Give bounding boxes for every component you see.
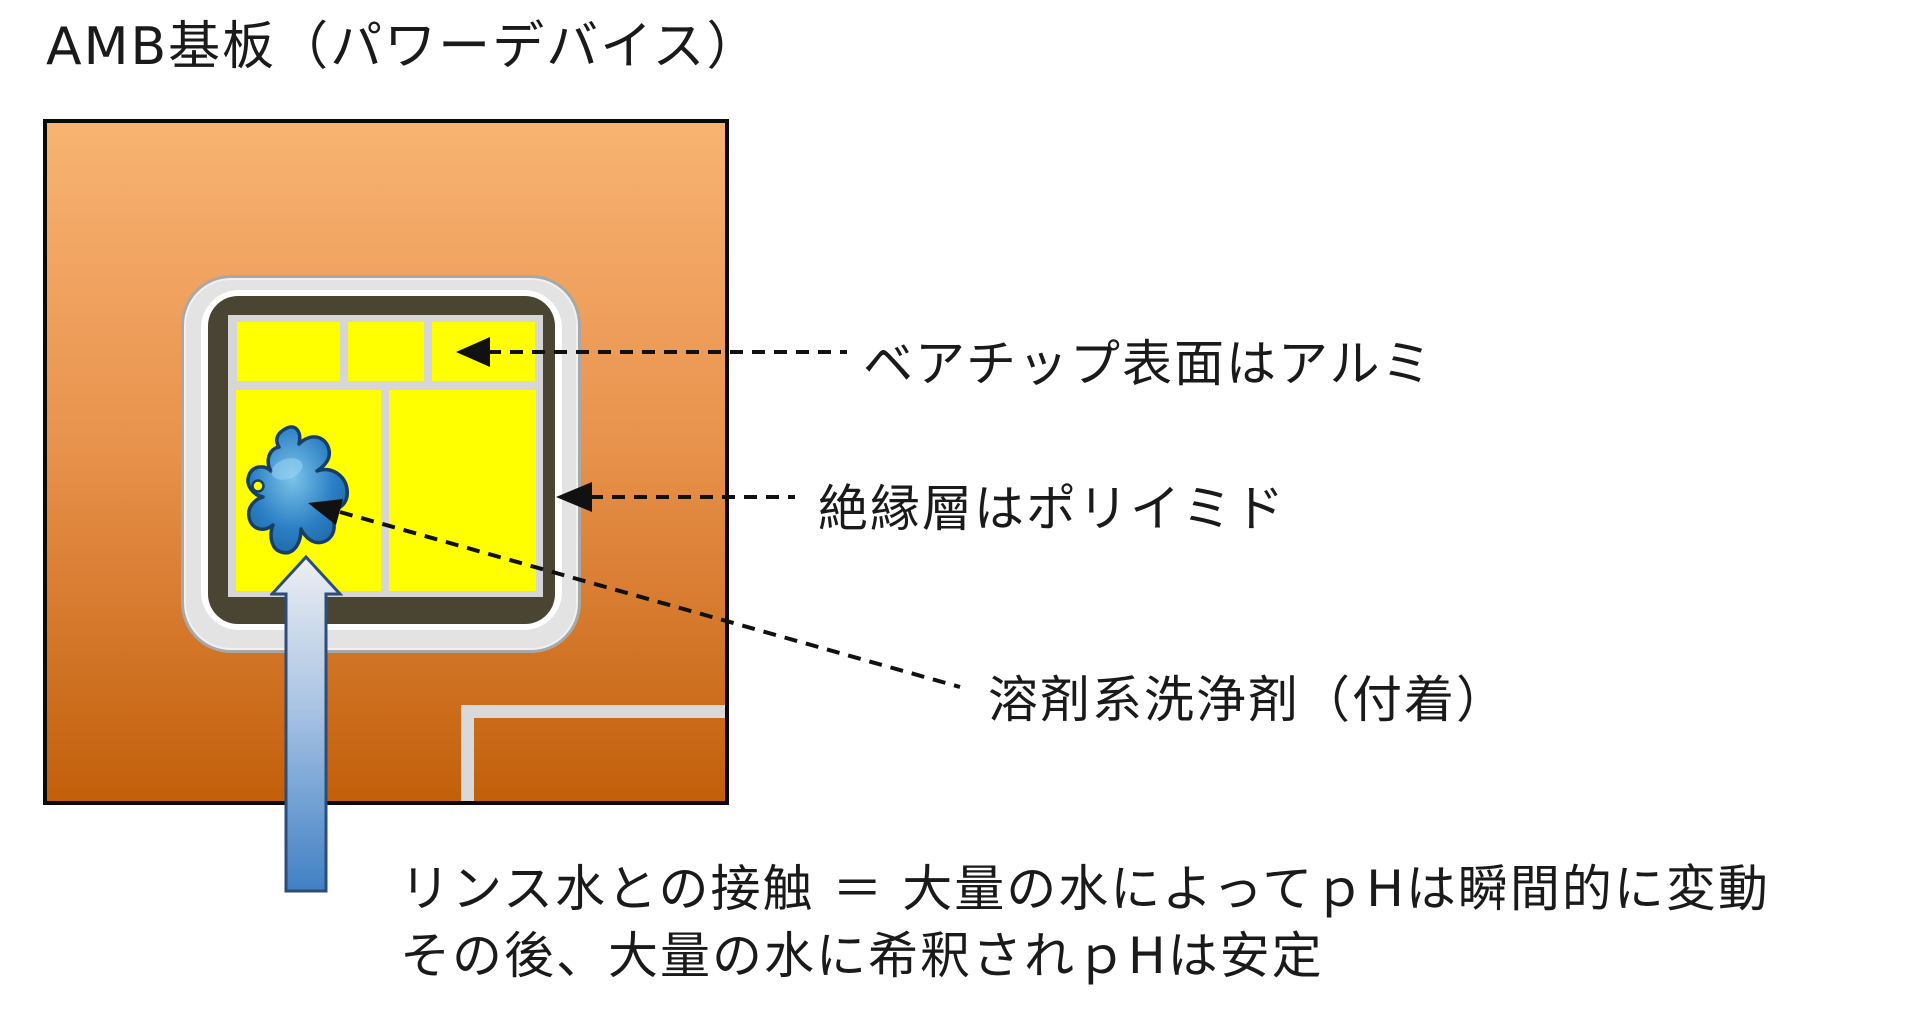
aluminum-pad — [432, 322, 535, 381]
amb-substrate — [43, 119, 729, 805]
label-chip-surface: ベアチップ表面はアルミ — [863, 335, 1434, 393]
page-title: AMB基板（パワーデバイス） — [46, 17, 761, 77]
label-insulation: 絶縁層はポリイミド — [818, 480, 1286, 538]
aluminum-pad — [348, 322, 424, 381]
substrate-trace-vertical — [461, 705, 474, 801]
label-solvent: 溶剤系洗浄剤（付着） — [988, 671, 1508, 729]
rinse-water-up-arrow-icon — [270, 554, 344, 893]
solvent-splat-icon — [246, 425, 349, 555]
caption-text: リンス水との接触 ＝ 大量の水によってｐHは瞬間的に変動 その後、大量の水に希釈… — [400, 856, 1770, 990]
caption-line-2: その後、大量の水に希釈されｐHは安定 — [400, 927, 1324, 985]
caption-line-1: リンス水との接触 ＝ 大量の水によってｐHは瞬間的に変動 — [400, 860, 1770, 918]
aluminum-pad — [237, 322, 340, 381]
aluminum-pad — [389, 390, 536, 591]
substrate-trace-horizontal — [461, 705, 725, 718]
